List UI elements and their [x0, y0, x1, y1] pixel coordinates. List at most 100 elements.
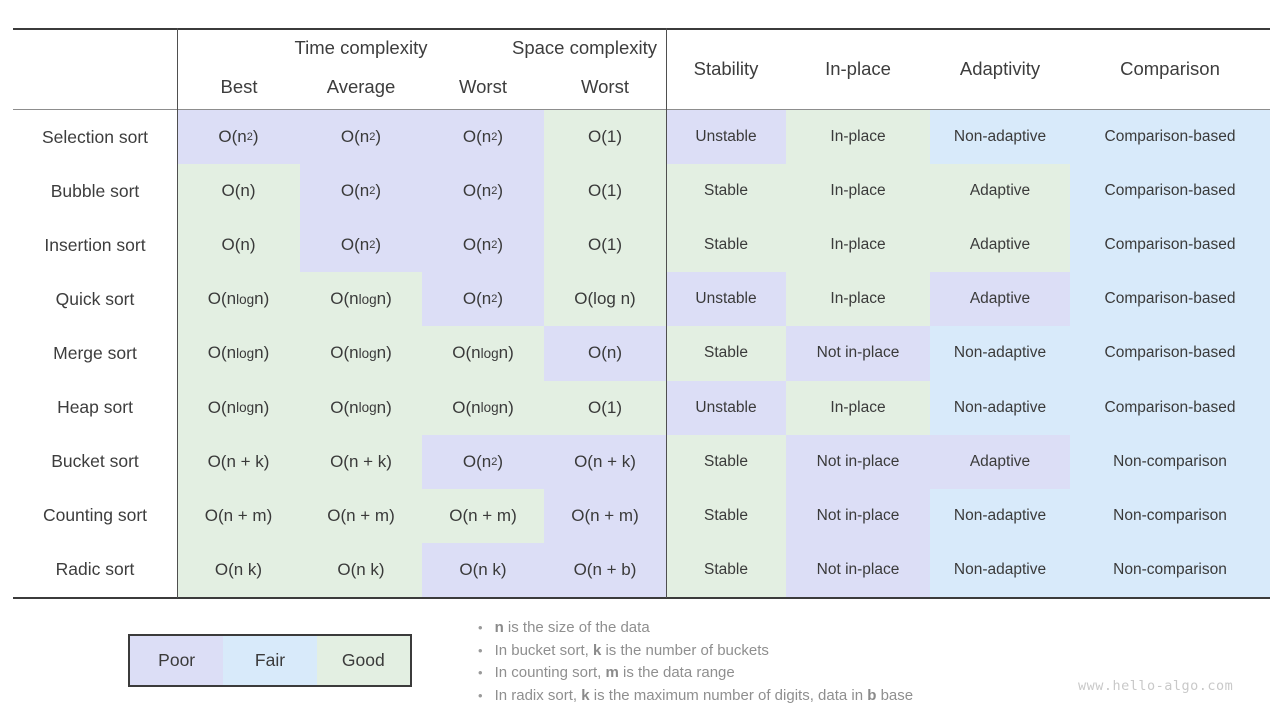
cell-in-place: In-place	[786, 164, 930, 219]
header-time-complexity: Time complexity	[294, 37, 428, 58]
footnote-text: In counting sort, m is the data range	[494, 664, 735, 682]
footnote-line: •In radix sort, k is the maximum number …	[472, 685, 913, 708]
footnote-line: •In bucket sort, k is the number of buck…	[472, 640, 913, 663]
cell-time-worst: O(n + m)	[422, 488, 544, 543]
cell-time-average: O(n log n)	[300, 272, 422, 327]
row-label: Quick sort	[13, 272, 177, 327]
cell-stability: Unstable	[666, 272, 786, 327]
cell-adaptivity: Non-adaptive	[930, 542, 1070, 597]
row-label: Bucket sort	[13, 434, 177, 489]
cell-comparison: Comparison-based	[1070, 326, 1270, 381]
cell-in-place: Not in-place	[786, 488, 930, 543]
header-best: Best	[220, 76, 258, 97]
cell-stability: Stable	[666, 542, 786, 597]
header-comparison: Comparison	[1120, 57, 1220, 79]
legend-item-good: Good	[316, 636, 410, 685]
cell-stability: Unstable	[666, 110, 786, 165]
complexity-column-divider	[665, 28, 667, 598]
cell-adaptivity: Adaptive	[930, 164, 1070, 219]
cell-time-best: O(n k)	[177, 542, 300, 597]
cell-space-worst: O(1)	[544, 218, 666, 273]
cell-space-worst: O(log n)	[544, 272, 666, 327]
cell-in-place: Not in-place	[786, 542, 930, 597]
cell-space-worst: O(1)	[544, 164, 666, 219]
footnotes: •n is the size of the data •In bucket so…	[472, 617, 913, 707]
cell-space-worst: O(n)	[544, 326, 666, 381]
cell-stability: Stable	[666, 488, 786, 543]
cell-in-place: In-place	[786, 110, 930, 165]
cell-adaptivity: Non-adaptive	[930, 488, 1070, 543]
cell-time-best: O(n log n)	[177, 326, 300, 381]
cell-comparison: Non-comparison	[1070, 434, 1270, 489]
cell-comparison: Comparison-based	[1070, 218, 1270, 273]
row-label: Selection sort	[13, 110, 177, 165]
cell-adaptivity: Adaptive	[930, 272, 1070, 327]
cell-time-average: O(n + k)	[300, 434, 422, 489]
cell-time-best: O(n)	[177, 218, 300, 273]
row-label: Bubble sort	[13, 164, 177, 219]
cell-in-place: In-place	[786, 218, 930, 273]
cell-in-place: In-place	[786, 272, 930, 327]
footnote-text: n is the size of the data	[494, 619, 650, 636]
cell-adaptivity: Non-adaptive	[930, 380, 1070, 435]
label-column-divider	[176, 28, 178, 598]
row-label: Radic sort	[13, 542, 177, 597]
cell-time-best: O(n log n)	[177, 380, 300, 435]
cell-space-worst: O(n + b)	[544, 542, 666, 597]
cell-time-best: O(n log n)	[177, 272, 300, 327]
cell-comparison: Comparison-based	[1070, 164, 1270, 219]
header-average: Average	[326, 76, 396, 97]
cell-stability: Unstable	[666, 380, 786, 435]
cell-adaptivity: Adaptive	[930, 434, 1070, 489]
cell-comparison: Comparison-based	[1070, 380, 1270, 435]
cell-space-worst: O(n + m)	[544, 488, 666, 543]
cell-space-worst: O(n + k)	[544, 434, 666, 489]
cell-time-average: O(n log n)	[300, 326, 422, 381]
cell-comparison: Comparison-based	[1070, 110, 1270, 165]
cell-time-worst: O(n k)	[422, 542, 544, 597]
row-label: Merge sort	[13, 326, 177, 381]
cell-time-average: O(n log n)	[300, 380, 422, 435]
header-worst-time: Worst	[459, 76, 507, 97]
cell-time-best: O(n + k)	[177, 434, 300, 489]
cell-in-place: In-place	[786, 380, 930, 435]
cell-stability: Stable	[666, 434, 786, 489]
cell-comparison: Comparison-based	[1070, 272, 1270, 327]
row-label: Counting sort	[13, 488, 177, 543]
cell-adaptivity: Non-adaptive	[930, 110, 1070, 165]
cell-comparison: Non-comparison	[1070, 542, 1270, 597]
cell-adaptivity: Adaptive	[930, 218, 1070, 273]
cell-stability: Stable	[666, 218, 786, 273]
legend-item-fair: Fair	[223, 636, 317, 685]
cell-space-worst: O(1)	[544, 110, 666, 165]
header-stability: Stability	[693, 57, 759, 79]
header-divider	[13, 109, 1270, 111]
cell-in-place: Not in-place	[786, 434, 930, 489]
cell-stability: Stable	[666, 164, 786, 219]
footnote-text: In bucket sort, k is the number of bucke…	[494, 641, 769, 659]
row-label: Heap sort	[13, 380, 177, 435]
header-adaptivity: Adaptivity	[959, 57, 1041, 79]
bullet-icon: •	[478, 620, 483, 635]
cell-time-average: O(n + m)	[300, 488, 422, 543]
cell-space-worst: O(1)	[544, 380, 666, 435]
table-top-border	[13, 28, 1270, 30]
legend-item-poor: Poor	[130, 636, 224, 685]
header-space-complexity: Space complexity	[512, 37, 657, 58]
row-label: Insertion sort	[13, 218, 177, 273]
rating-legend: Poor Fair Good	[128, 634, 412, 687]
bullet-icon: •	[478, 665, 483, 681]
cell-comparison: Non-comparison	[1070, 488, 1270, 543]
cell-time-best: O(n + m)	[177, 488, 300, 543]
header-worst-space: Worst	[581, 76, 629, 97]
footnote-line: • n is the size of the data	[472, 617, 913, 640]
cell-adaptivity: Non-adaptive	[930, 326, 1070, 381]
